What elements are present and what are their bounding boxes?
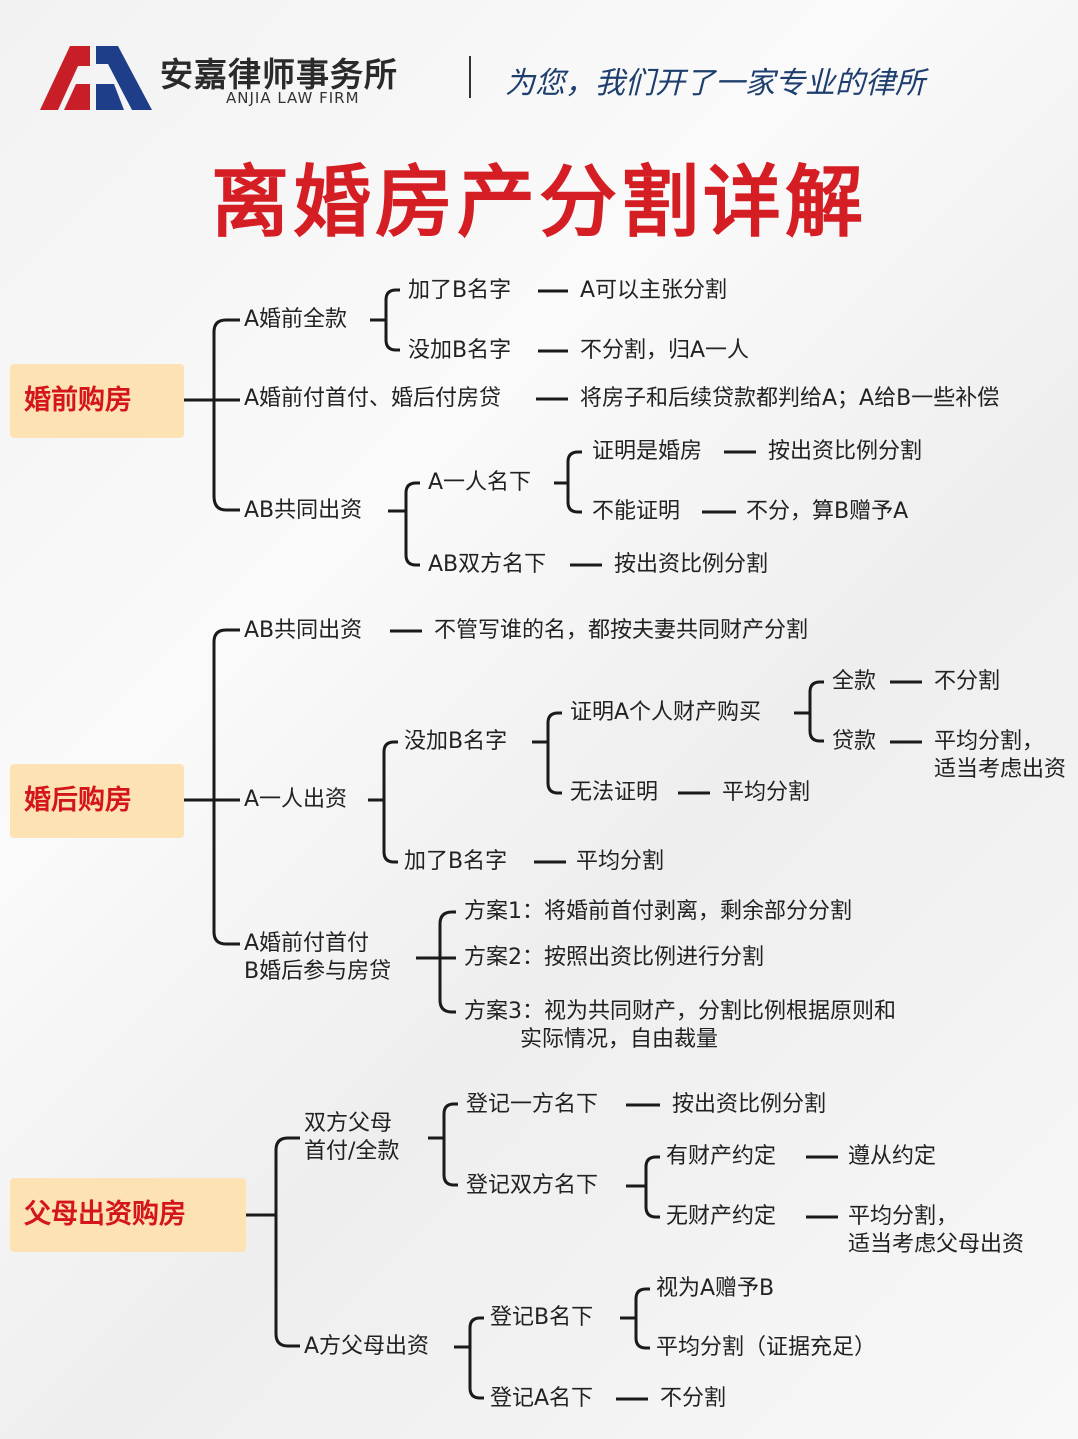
category-prenup-purchase: 婚前购房 (10, 364, 184, 438)
category-parents-funded: 父母出资购房 (10, 1178, 246, 1252)
result-house-to-a: 将房子和后续贷款都判给A；A给B一些补偿 (580, 386, 1000, 411)
node-registered-one-party: 登记一方名下 (466, 1092, 599, 1117)
result-a-may-claim: A可以主张分割 (580, 278, 728, 303)
category-postnup-purchase: 婚后购房 (10, 764, 184, 838)
option-plan-2: 方案2：按照出资比例进行分割 (464, 945, 764, 970)
slogan: 为您，我们开了一家专业的律所 (505, 66, 925, 101)
result-b-gift-to-a: 不分，算B赠予A (746, 499, 909, 524)
result-joint-property: 不管写谁的名，都按夫妻共同财产分割 (434, 618, 809, 643)
logo-blue-base (96, 84, 124, 110)
node-ab-joint-funding: AB共同出资 (244, 498, 363, 523)
result-gift-a-to-b: 视为A赠予B (656, 1276, 775, 1301)
node-down-payment-mortgage: A婚前付首付、婚后付房贷 (244, 386, 502, 411)
node-cannot-prove: 不能证明 (592, 499, 681, 524)
node-no-b-name: 没加B名字 (404, 729, 508, 754)
node-a-sole-funding: A一人出资 (244, 787, 348, 812)
node-cannot-prove: 无法证明 (570, 780, 659, 805)
result-split-by-contribution: 按出资比例分割 (672, 1092, 827, 1117)
node-mixed-payment: A婚前付首付 B婚后参与房贷 (244, 931, 392, 984)
node-loan: 贷款 (832, 729, 877, 754)
result-split-by-contribution: 按出资比例分割 (768, 439, 923, 464)
node-no-b-name: 没加B名字 (408, 338, 512, 363)
result-split-by-contribution: 按出资比例分割 (614, 552, 769, 577)
page-title: 离婚房产分割详解 (210, 158, 867, 248)
node-no-property-agreement: 无财产约定 (666, 1204, 777, 1229)
node-registered-both: 登记双方名下 (466, 1173, 599, 1198)
node-added-b-name: 加了B名字 (408, 278, 512, 303)
logo-blue-shape (96, 46, 152, 110)
result-no-split: 不分割 (660, 1386, 727, 1411)
node-registered-a: 登记A名下 (490, 1386, 594, 1411)
result-no-split: 不分割 (934, 669, 1001, 694)
node-ab-both-names: AB双方名下 (428, 552, 547, 577)
result-follow-agreement: 遵从约定 (848, 1144, 937, 1169)
node-full-payment: 全款 (832, 669, 877, 694)
logo-red-base (64, 84, 90, 110)
header-divider (469, 56, 471, 98)
node-prove-personal-funds: 证明A个人财产购买 (570, 700, 762, 725)
node-prove-marital-home: 证明是婚房 (592, 439, 703, 464)
result-equal-split-consider-parents: 平均分割， 适当考虑父母出资 (848, 1204, 1025, 1257)
result-equal-split: 平均分割 (576, 849, 665, 874)
firm-name-cn: 安嘉律师事务所 (160, 55, 398, 94)
node-a-prenup-full: A婚前全款 (244, 307, 348, 332)
node-a-parents-funding: A方父母出资 (304, 1334, 430, 1359)
result-equal-split-evidence: 平均分割（证据充足） (656, 1335, 877, 1360)
option-plan-3: 方案3：视为共同财产，分割比例根据原则和 实际情况，自由裁量 (464, 999, 896, 1052)
firm-logo (40, 46, 152, 110)
node-added-b-name: 加了B名字 (404, 849, 508, 874)
firm-name-en: ANJIA LAW FIRM (226, 89, 360, 107)
option-plan-1: 方案1：将婚前首付剥离，剩余部分分割 (464, 899, 852, 924)
result-equal-split: 平均分割 (722, 780, 811, 805)
node-registered-b: 登记B名下 (490, 1305, 594, 1330)
result-no-split-a-owns: 不分割，归A一人 (580, 338, 750, 363)
logo-red-shape (40, 46, 90, 110)
node-ab-joint-funding: AB共同出资 (244, 618, 363, 643)
result-equal-split-consider-funding: 平均分割， 适当考虑出资 (934, 729, 1067, 782)
node-a-name-only: A一人名下 (428, 470, 532, 495)
node-both-parents-funding: 双方父母 首付/全款 (304, 1111, 400, 1164)
node-has-property-agreement: 有财产约定 (666, 1144, 777, 1169)
